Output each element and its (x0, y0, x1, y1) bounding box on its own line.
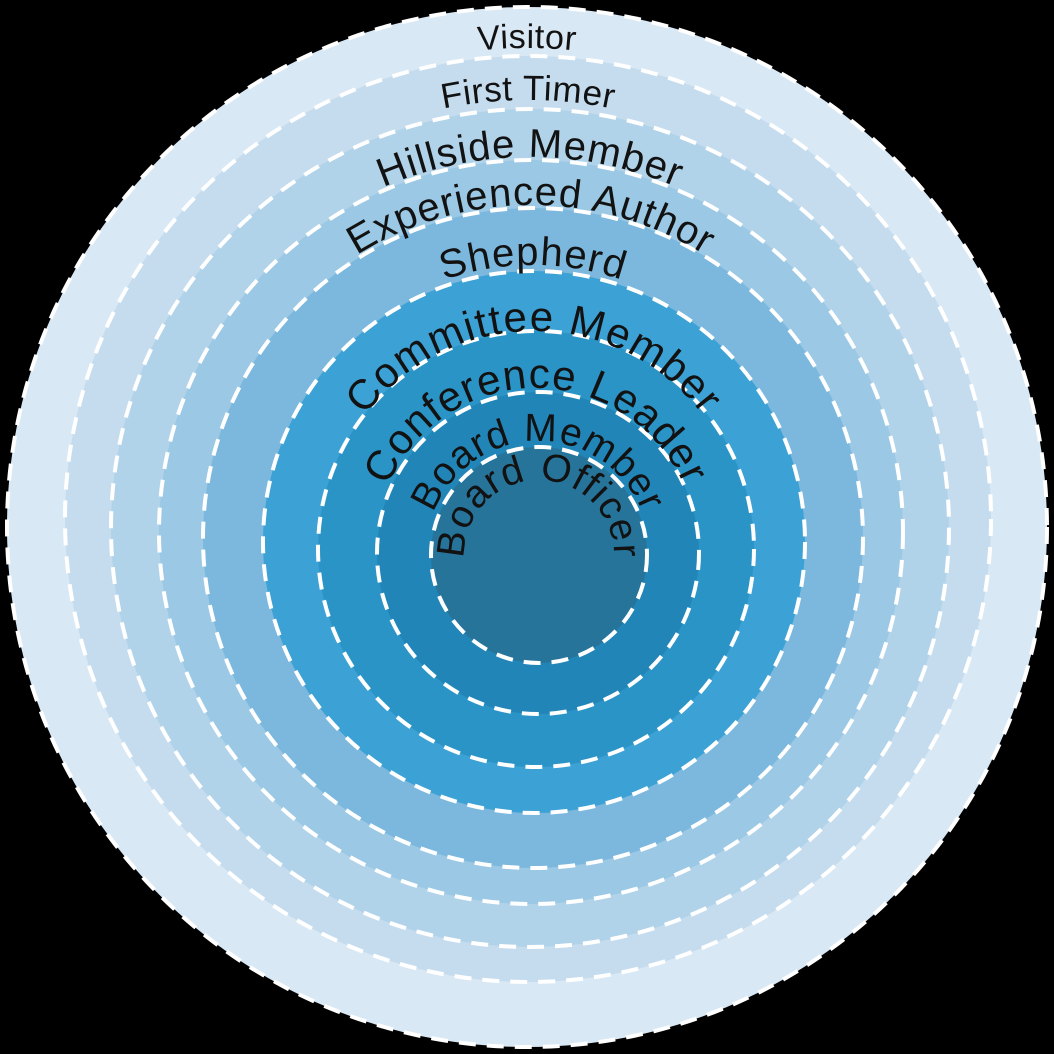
ring-label-visitor: Visitor (476, 18, 578, 58)
rings-group (5, 5, 1049, 1049)
ring-circle-board-officer (429, 445, 649, 665)
